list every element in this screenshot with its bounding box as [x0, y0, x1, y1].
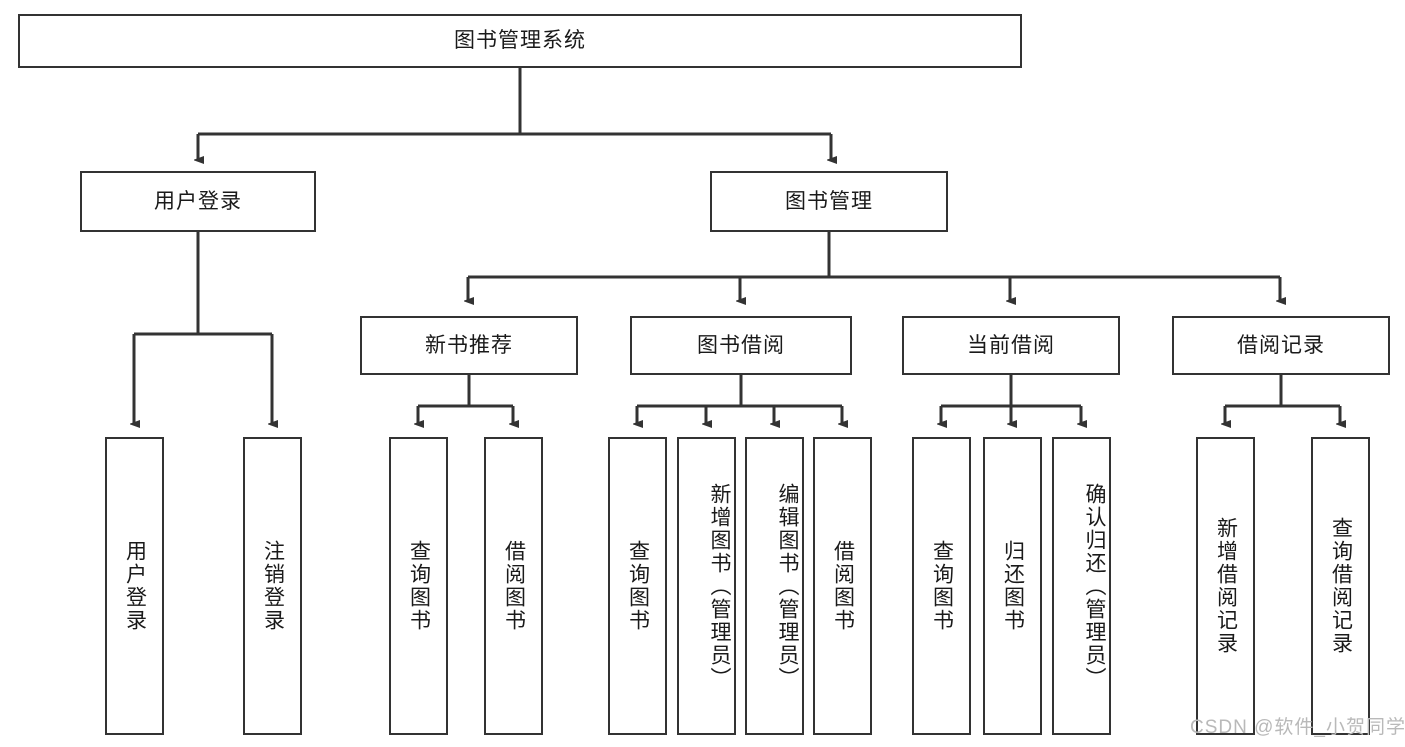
node-leaf-edit-book[interactable]: 编辑图书（管理员） [745, 437, 804, 735]
node-leaf-add-book[interactable]: 新增图书（管理员） [677, 437, 736, 735]
node-current-borrow[interactable]: 当前借阅 [902, 316, 1120, 375]
node-leaf-confirm-return[interactable]: 确认归还（管理员） [1052, 437, 1111, 735]
node-leaf-return-book-label: 归还图书 [1001, 540, 1025, 632]
node-leaf-query-record-label: 查询借阅记录 [1329, 517, 1353, 655]
node-leaf-confirm-return-label: 确认归还（管理员） [1083, 482, 1106, 690]
node-leaf-logout[interactable]: 注销登录 [243, 437, 302, 735]
node-new-book-rec-label: 新书推荐 [425, 333, 513, 357]
node-book-manage[interactable]: 图书管理 [710, 171, 948, 232]
node-leaf-return-book[interactable]: 归还图书 [983, 437, 1042, 735]
node-leaf-edit-book-label: 编辑图书（管理员） [776, 482, 799, 690]
node-leaf-borrow-book-rec[interactable]: 借阅图书 [484, 437, 543, 735]
node-root-label: 图书管理系统 [454, 29, 586, 53]
node-new-book-rec[interactable]: 新书推荐 [360, 316, 578, 375]
node-leaf-query-book-cb-label: 查询图书 [930, 540, 954, 632]
node-leaf-query-book-rec[interactable]: 查询图书 [389, 437, 448, 735]
node-leaf-add-book-label: 新增图书（管理员） [708, 482, 731, 690]
node-leaf-query-book-cb[interactable]: 查询图书 [912, 437, 971, 735]
node-current-borrow-label: 当前借阅 [967, 333, 1055, 357]
node-leaf-query-book-rec-label: 查询图书 [407, 540, 431, 632]
node-borrow-record[interactable]: 借阅记录 [1172, 316, 1390, 375]
node-book-borrow[interactable]: 图书借阅 [630, 316, 852, 375]
node-book-borrow-label: 图书借阅 [697, 333, 785, 357]
node-user-login[interactable]: 用户登录 [80, 171, 316, 232]
node-leaf-user-login-label: 用户登录 [123, 540, 147, 632]
node-leaf-borrow-book-bb[interactable]: 借阅图书 [813, 437, 872, 735]
node-root[interactable]: 图书管理系统 [18, 14, 1022, 68]
node-book-manage-label: 图书管理 [785, 189, 873, 213]
node-leaf-logout-label: 注销登录 [261, 540, 285, 632]
node-leaf-add-record[interactable]: 新增借阅记录 [1196, 437, 1255, 735]
csdn-watermark: CSDN @软件_小贺同学 [1190, 717, 1405, 738]
node-leaf-user-login[interactable]: 用户登录 [105, 437, 164, 735]
node-leaf-query-record[interactable]: 查询借阅记录 [1311, 437, 1370, 735]
node-leaf-add-record-label: 新增借阅记录 [1214, 517, 1238, 655]
node-leaf-query-book-bb-label: 查询图书 [626, 540, 650, 632]
node-borrow-record-label: 借阅记录 [1237, 333, 1325, 357]
node-user-login-label: 用户登录 [154, 189, 242, 213]
node-leaf-borrow-book-bb-label: 借阅图书 [831, 540, 855, 632]
node-leaf-query-book-bb[interactable]: 查询图书 [608, 437, 667, 735]
node-leaf-borrow-book-rec-label: 借阅图书 [502, 540, 526, 632]
